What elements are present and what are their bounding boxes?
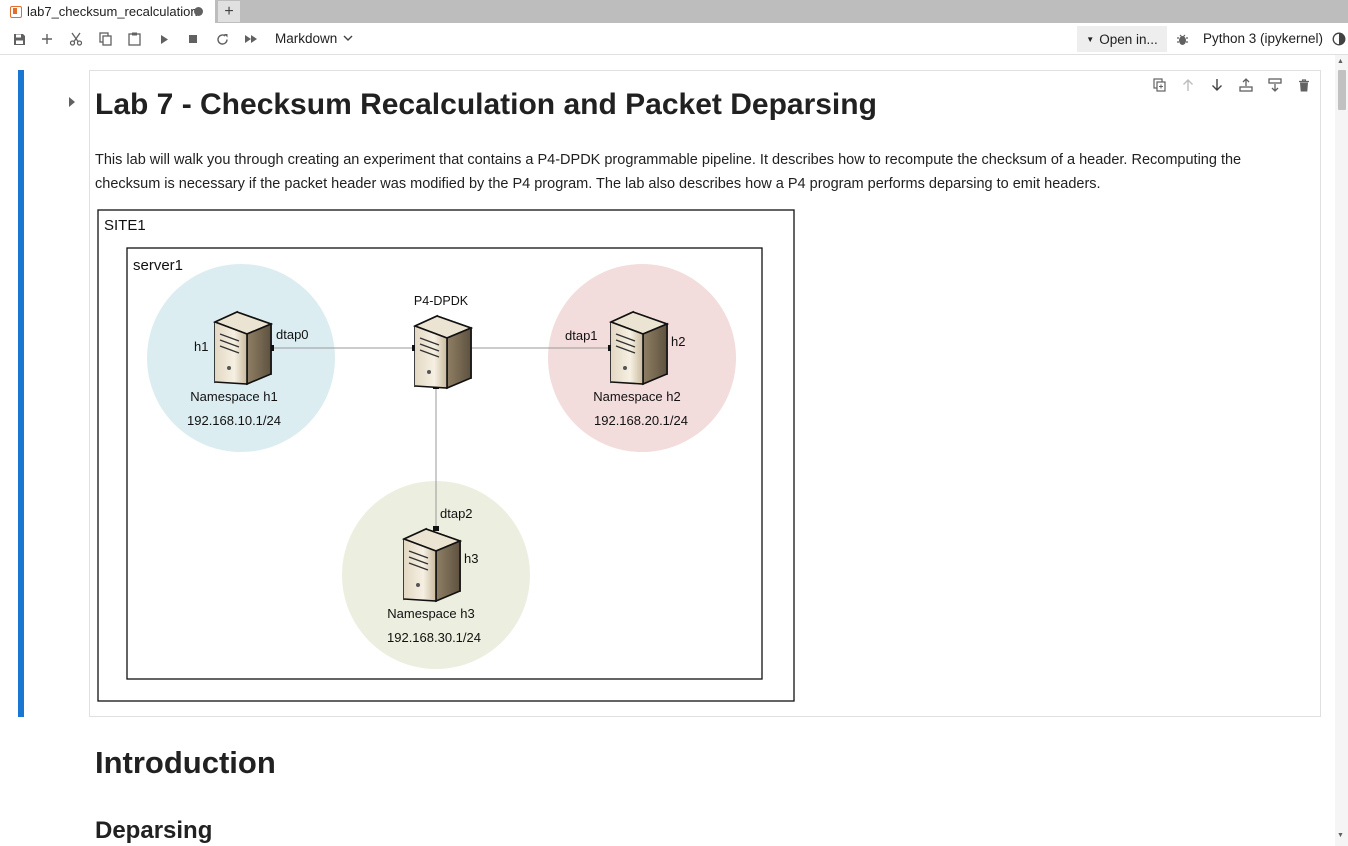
paragraph-line-1: This lab will walk you through creating … <box>95 152 1242 168</box>
deparsing-heading: Deparsing <box>95 817 213 844</box>
markdown-cell[interactable] <box>89 70 1321 717</box>
restart-run-all-button[interactable] <box>242 30 260 48</box>
unsaved-dot-icon[interactable] <box>194 7 203 16</box>
insert-above-icon <box>1239 78 1253 92</box>
scissors-icon <box>69 32 83 46</box>
duplicate-cell-button[interactable] <box>1150 76 1168 94</box>
chevron-down-icon <box>343 35 353 41</box>
interrupt-button[interactable] <box>184 30 202 48</box>
collapse-toggle-icon[interactable] <box>69 97 75 107</box>
notebook-panel: Lab 7 - Checksum Recalculation and Packe… <box>0 55 1348 846</box>
host-h2-namespace: Namespace h2 <box>593 389 680 404</box>
tab-bar: lab7_checksum_recalculation + <box>0 0 1348 23</box>
host-h2-server-icon <box>610 311 668 385</box>
host-h3-ip: 192.168.30.1/24 <box>387 630 481 645</box>
duplicate-icon <box>1152 78 1166 92</box>
host-h1-name: h1 <box>194 339 208 354</box>
caret-down-icon: ▼ <box>1086 34 1095 44</box>
tab-title: lab7_checksum_recalculation <box>27 4 198 19</box>
cell-heading: Lab 7 - Checksum Recalculation and Packe… <box>95 88 877 121</box>
restart-button[interactable] <box>213 30 231 48</box>
active-cell-indicator[interactable] <box>18 70 24 717</box>
plus-icon <box>42 34 52 44</box>
debugger-button[interactable] <box>1173 30 1191 48</box>
switch-label: P4-DPDK <box>414 294 469 308</box>
host-h2-name: h2 <box>671 334 685 349</box>
move-up-button[interactable] <box>1179 76 1197 94</box>
cell-type-select[interactable]: Markdown <box>275 31 353 46</box>
p4-dpdk-switch-icon <box>414 315 472 389</box>
kernel-name[interactable]: Python 3 (ipykernel) <box>1203 31 1324 46</box>
clipboard-icon <box>127 32 141 46</box>
save-button[interactable] <box>10 30 28 48</box>
host-h1-iface: dtap0 <box>276 327 309 342</box>
insert-cell-button[interactable] <box>38 30 56 48</box>
save-icon <box>13 33 25 45</box>
notebook-toolbar: Markdown ▼ Open in... Python 3 (ipykerne… <box>0 23 1348 55</box>
host-h3-namespace: Namespace h3 <box>387 606 474 621</box>
delete-cell-button[interactable] <box>1295 76 1313 94</box>
vertical-scrollbar[interactable] <box>1335 55 1348 846</box>
stop-icon <box>189 35 197 43</box>
play-icon <box>161 34 168 44</box>
host-h2-ip: 192.168.20.1/24 <box>594 413 688 428</box>
cell-type-value: Markdown <box>275 31 338 46</box>
kernel-status-indicator[interactable] <box>1330 30 1348 48</box>
arrow-down-icon <box>1212 79 1222 91</box>
insert-below-icon <box>1268 78 1282 92</box>
host-h2-iface: dtap1 <box>565 328 598 343</box>
site-label: SITE1 <box>104 217 146 234</box>
trash-icon <box>1299 78 1309 91</box>
bug-icon <box>1176 34 1188 45</box>
paste-button[interactable] <box>125 30 143 48</box>
arrow-up-icon <box>1183 79 1193 91</box>
host-h1-ip: 192.168.10.1/24 <box>187 413 281 428</box>
host-h3-name: h3 <box>464 551 478 566</box>
open-in-label: Open in... <box>1099 31 1158 47</box>
insert-below-button[interactable] <box>1266 76 1284 94</box>
cell-paragraph: This lab will walk you through creating … <box>95 148 1295 196</box>
scroll-down-arrow-icon[interactable]: ▼ <box>1337 832 1344 839</box>
cut-button[interactable] <box>67 30 85 48</box>
server-label: server1 <box>133 257 183 274</box>
kernel-idle-icon <box>1332 32 1346 46</box>
host-h3-server-icon <box>403 528 461 602</box>
introduction-heading: Introduction <box>95 745 276 780</box>
cell-toolbar <box>1150 76 1313 94</box>
host-h3-iface: dtap2 <box>440 506 473 521</box>
scrollbar-thumb[interactable] <box>1338 70 1346 110</box>
fast-forward-icon <box>245 35 257 43</box>
copy-button[interactable] <box>96 30 114 48</box>
copy-icon <box>98 32 112 46</box>
move-down-button[interactable] <box>1208 76 1226 94</box>
host-h1-server-icon <box>214 311 272 385</box>
host-h1-namespace: Namespace h1 <box>190 389 277 404</box>
run-button[interactable] <box>155 30 173 48</box>
open-in-button[interactable]: ▼ Open in... <box>1077 26 1167 52</box>
topology-diagram: SITE1 server1 P4-DPDK h1 dtap0 Namespace… <box>97 209 795 702</box>
insert-above-button[interactable] <box>1237 76 1255 94</box>
notebook-icon <box>10 5 22 18</box>
notebook-tab[interactable]: lab7_checksum_recalculation <box>0 0 216 23</box>
scroll-up-arrow-icon[interactable]: ▲ <box>1337 58 1344 65</box>
paragraph-line-2: checksum is necessary if the packet head… <box>95 176 1101 192</box>
new-tab-button[interactable]: + <box>218 1 240 22</box>
refresh-icon <box>216 33 228 45</box>
